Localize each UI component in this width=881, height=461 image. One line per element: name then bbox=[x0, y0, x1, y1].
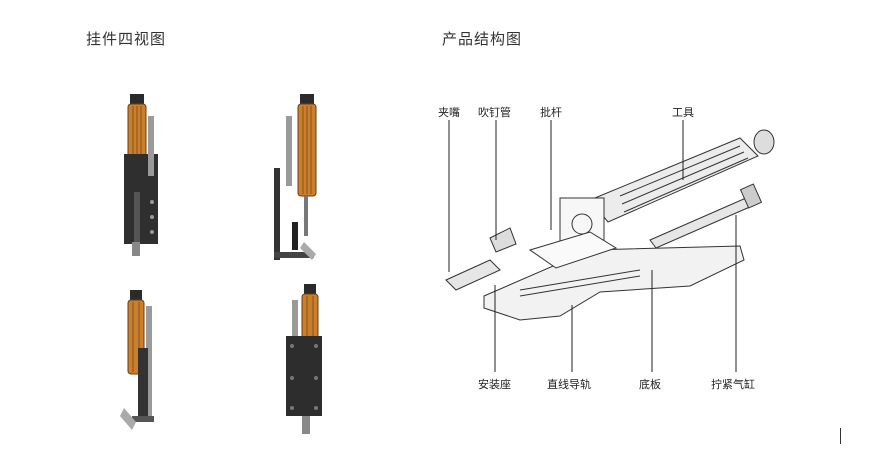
callout-mount-seat: 安装座 bbox=[478, 378, 511, 391]
structure-diagram-title: 产品结构图 bbox=[442, 30, 523, 48]
page-divider bbox=[840, 428, 841, 444]
callout-blow-tube: 吹钉管 bbox=[478, 106, 511, 119]
callout-tighten-cylinder: 拧紧气缸 bbox=[711, 378, 755, 391]
callout-tool: 工具 bbox=[672, 106, 694, 119]
callout-linear-rail: 直线导轨 bbox=[547, 378, 591, 391]
structure-drawing bbox=[445, 129, 775, 321]
callout-bit-rod: 批杆 bbox=[540, 106, 562, 119]
callout-clamp-nozzle: 夹嘴 bbox=[438, 106, 460, 119]
view-front bbox=[124, 94, 158, 256]
view-rear bbox=[120, 290, 154, 430]
view-side bbox=[274, 94, 317, 260]
callout-base-plate: 底板 bbox=[639, 378, 661, 391]
view-back bbox=[286, 284, 322, 434]
four-view-title: 挂件四视图 bbox=[86, 30, 167, 48]
